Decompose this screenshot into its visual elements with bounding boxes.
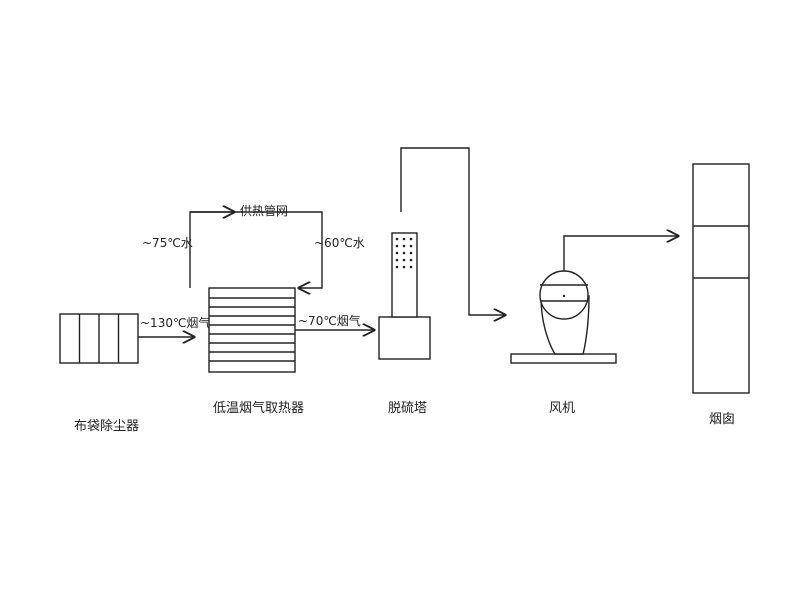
heat-exchanger-label: 低温烟气取热器: [213, 400, 304, 416]
desulfurization-tower-label: 脱硫塔: [388, 401, 427, 416]
flue-gas-70-label: ~70℃烟气: [298, 313, 361, 328]
chimney: [692, 163, 750, 394]
chimney-label: 烟囱: [709, 412, 735, 427]
fan: [510, 270, 617, 364]
duct-tower-to-fan: [400, 147, 505, 315]
heating-network-label: 供热管网: [240, 203, 288, 218]
flue-gas-130-label: ~130℃烟气: [140, 315, 210, 330]
desulfurization-tower: [378, 232, 431, 360]
heating-network-loop: [189, 211, 323, 288]
fan-label: 风机: [549, 401, 575, 416]
heat-exchanger: [208, 287, 296, 373]
water-75-label: ~75℃水: [142, 236, 193, 250]
bag-filter-label: 布袋除尘器: [74, 419, 139, 434]
bag-filter: [59, 313, 139, 364]
duct-fan-to-chimney: [563, 236, 678, 271]
water-60-label: ~60℃水: [314, 236, 365, 250]
